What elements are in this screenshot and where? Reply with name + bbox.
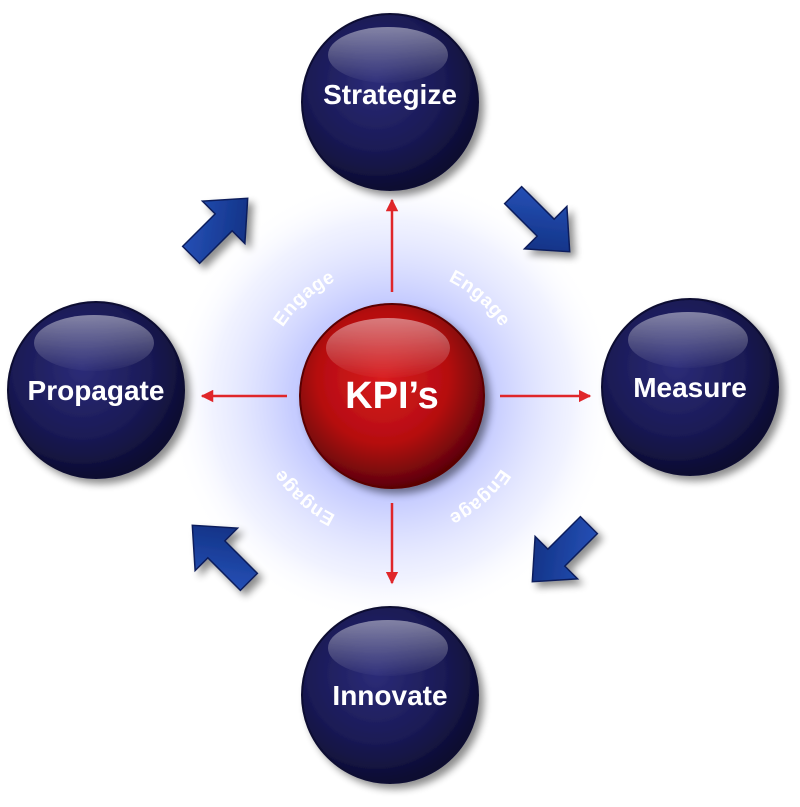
node-label-propagate: Propagate [28,375,165,406]
node-label-strategize: Strategize [323,79,457,110]
node-label-innovate: Innovate [332,680,447,711]
cycle-arrows [181,185,599,592]
cycle-arrow-bottom-right [531,515,599,583]
center-node: KPI’s [299,303,485,489]
center-label-kpis: KPI’s [345,375,439,417]
cycle-arrow-bottom-left [191,524,259,592]
node-bottom: Innovate [301,606,479,784]
cycle-arrow-top-left [181,197,249,265]
node-right: Measure [601,298,779,476]
spoke-arrows [200,198,592,585]
cycle-arrow-top-right [503,185,571,253]
node-label-measure: Measure [633,372,747,403]
node-left: Propagate [7,301,185,479]
node-top: Strategize [301,13,479,191]
